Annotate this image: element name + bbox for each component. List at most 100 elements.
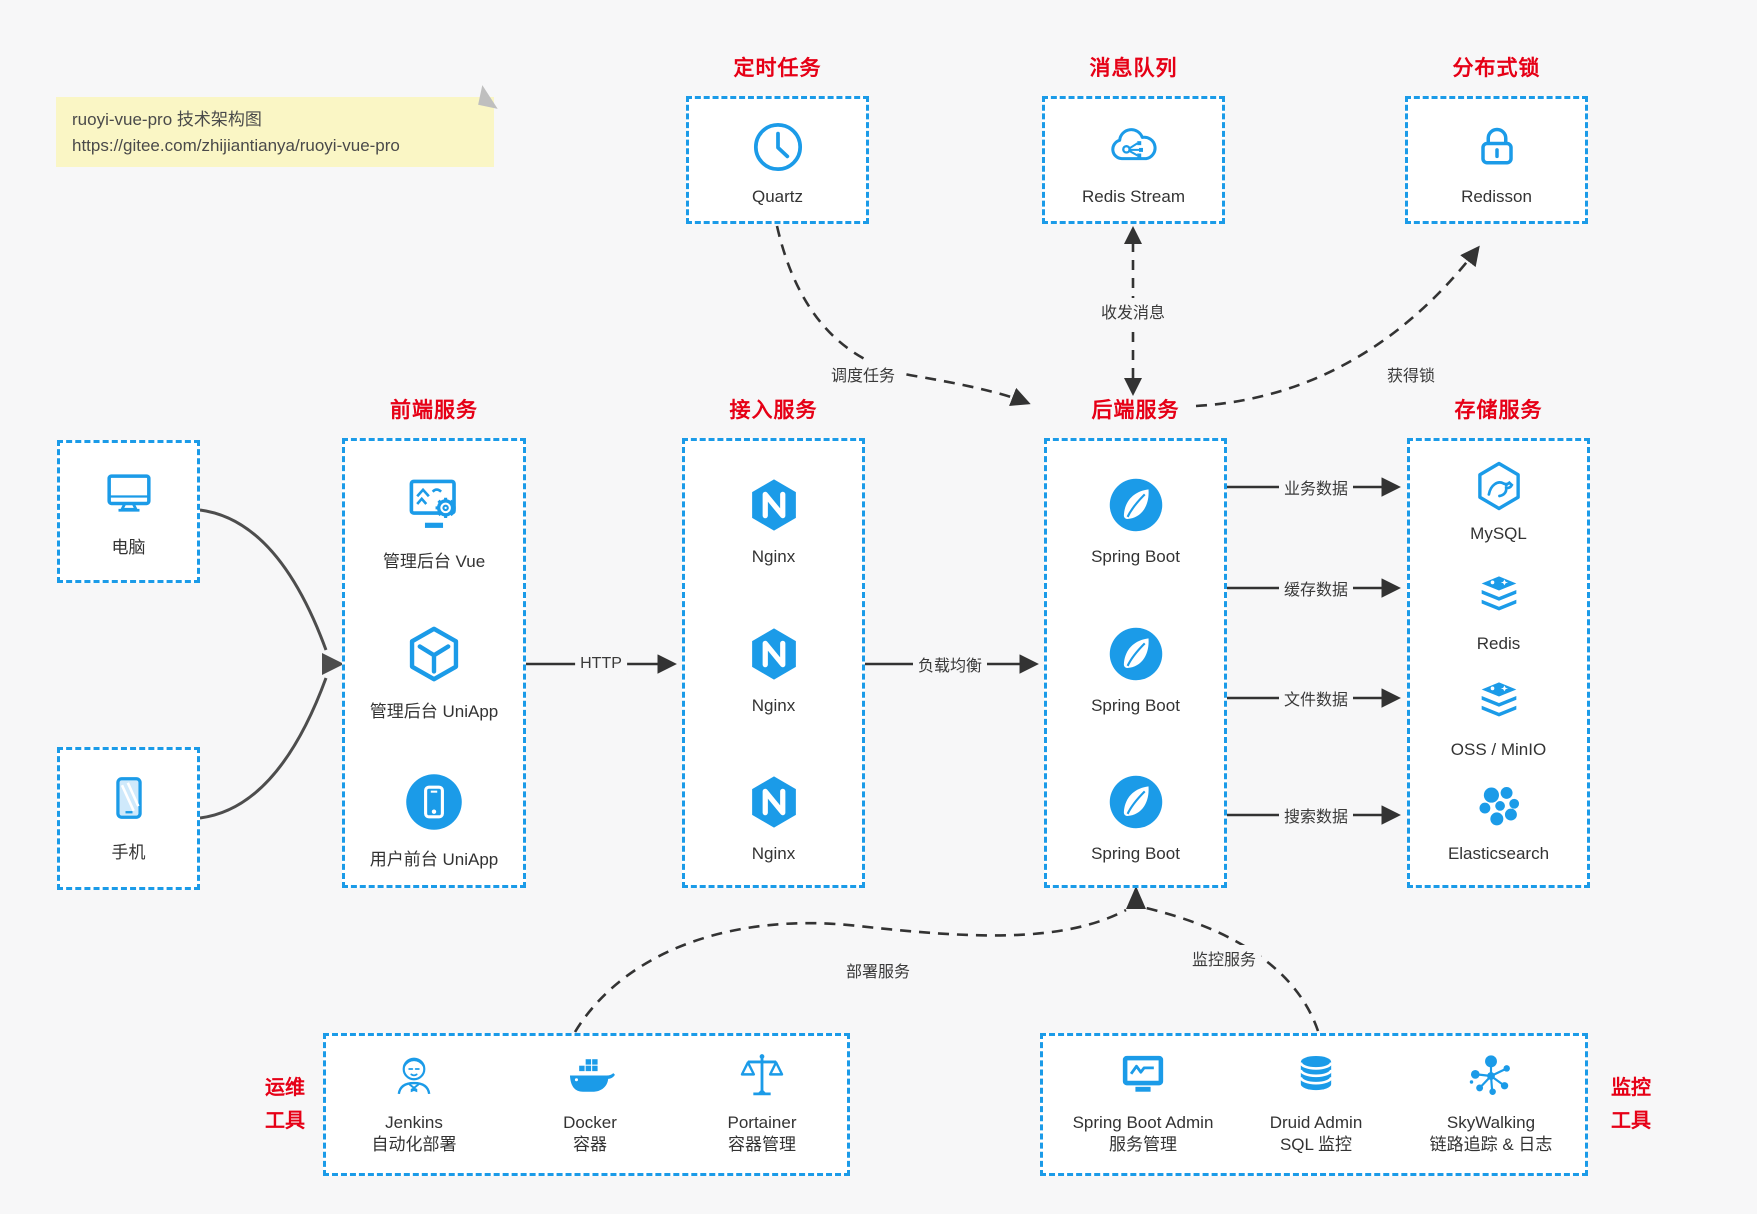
tool-name: Portainer [727, 1113, 797, 1132]
edge-label-http: HTTP [575, 654, 627, 674]
mysql-icon [1477, 461, 1520, 511]
elasticsearch-icon [1479, 786, 1519, 826]
tool-desc: 自动化部署 [371, 1135, 457, 1155]
user-app-icon [406, 774, 462, 830]
docker-whale-icon [569, 1059, 615, 1092]
monitoring-box: Spring Boot Admin 服务管理 Druid Admin SQL 监… [1040, 1033, 1588, 1176]
frontend-box: 管理后台 Vue 管理后台 UniApp 用户前台 UniApp [342, 438, 526, 888]
item-label: 用户前台 UniApp [369, 850, 499, 869]
item-label: Nginx [751, 547, 796, 566]
group-title-backend: 后端服务 [1091, 399, 1180, 422]
item-label: Redis [1476, 634, 1521, 653]
tool-desc: 容器管理 [727, 1135, 796, 1155]
scales-icon [740, 1054, 784, 1096]
edge-label-acquire-lock: 获得锁 [1381, 361, 1441, 387]
deploy-monitor-arrowhead [1126, 886, 1146, 909]
messages-arrowhead-down [1124, 378, 1142, 396]
oss-stack-icon [1481, 682, 1516, 717]
edge-label-monitor: 监控服务 [1186, 945, 1262, 971]
item-label: Quartz [751, 187, 804, 206]
uniapp-cube-icon [409, 626, 459, 682]
sticky-note: ruoyi-vue-pro 技术架构图 https://gitee.com/zh… [56, 85, 502, 167]
client-pc-box: 电脑 [57, 440, 200, 583]
tool-desc: SQL 监控 [1279, 1135, 1353, 1155]
tool-desc: 容器 [572, 1135, 607, 1155]
item-label: MySQL [1470, 524, 1527, 543]
ops-title-line2: 工具 [265, 1110, 305, 1132]
schedule-curve [775, 225, 1031, 407]
tool-desc: 链路追踪 & 日志 [1429, 1135, 1553, 1155]
mq-box: Redis Stream [1042, 96, 1225, 224]
group-title-mq: 消息队列 [1089, 57, 1178, 80]
edge-label-load-balance: 负载均衡 [912, 651, 988, 677]
scheduled-box: Quartz [686, 96, 869, 224]
cloud-share-icon [1110, 128, 1157, 161]
storage-arrows [1227, 477, 1401, 825]
item-label: 管理后台 UniApp [369, 702, 499, 721]
database-icon [1299, 1055, 1333, 1091]
skywalking-icon [1469, 1055, 1510, 1095]
edge-label-file-data: 文件数据 [1278, 685, 1354, 711]
tool-name: Druid Admin [1269, 1113, 1363, 1132]
item-label: Redisson [1461, 187, 1532, 206]
note-url: https://gitee.com/zhijiantianya/ruoyi-vu… [72, 136, 400, 156]
lock-box: Redisson [1405, 96, 1588, 224]
edge-label-messages: 收发消息 [1095, 298, 1171, 324]
tool-name: SkyWalking [1446, 1113, 1536, 1132]
acquire-lock-curve [1195, 245, 1480, 408]
client-merge-curves [199, 508, 328, 820]
item-label: Nginx [751, 696, 796, 715]
ops-title-line1: 运维 [265, 1077, 305, 1099]
group-title-gateway: 接入服务 [729, 399, 818, 422]
monitor-pulse-icon [1122, 1055, 1164, 1092]
edge-label-biz-data: 业务数据 [1278, 474, 1354, 500]
client-merge-arrowhead [322, 653, 344, 675]
ops-box: Jenkins 自动化部署 Docker 容器 [323, 1033, 850, 1176]
note-title: ruoyi-vue-pro 技术架构图 [72, 110, 262, 129]
nginx-icon [751, 776, 796, 828]
edge-label-schedule: 调度任务 [825, 361, 901, 387]
gateway-box: Nginx Nginx Nginx [682, 438, 865, 888]
item-label: Nginx [751, 844, 796, 863]
item-label: 手机 [111, 843, 146, 862]
jenkins-icon [397, 1057, 431, 1095]
spring-boot-icon [1109, 775, 1162, 829]
redis-stack-icon [1481, 576, 1516, 611]
item-label: OSS / MinIO [1450, 740, 1547, 759]
edge-label-search-data: 搜索数据 [1278, 802, 1354, 828]
nginx-icon [751, 628, 796, 680]
item-label: Elasticsearch [1447, 844, 1550, 863]
lock-icon [1480, 127, 1513, 165]
tool-name: Jenkins [385, 1113, 443, 1132]
spring-boot-icon [1109, 627, 1162, 681]
storage-box: MySQL Redis [1407, 438, 1590, 888]
monitoring-title-line1: 监控 [1611, 1077, 1651, 1099]
edge-label-deploy: 部署服务 [840, 957, 916, 983]
group-title-frontend: 前端服务 [390, 399, 478, 422]
note-fold-corner [478, 85, 502, 109]
item-label: Spring Boot [1091, 696, 1180, 715]
edge-label-cache-data: 缓存数据 [1278, 575, 1354, 601]
item-label: Spring Boot [1091, 547, 1180, 566]
backend-box: Spring Boot Spring Boot Spring Boot [1044, 438, 1227, 888]
messages-arrowhead-up [1124, 226, 1142, 244]
group-title-lock: 分布式锁 [1452, 57, 1541, 80]
client-phone-box: 手机 [57, 747, 200, 890]
phone-icon [115, 777, 142, 819]
tool-desc: 服务管理 [1109, 1135, 1177, 1155]
item-label: 管理后台 Vue [382, 552, 486, 571]
tool-name: Spring Boot Admin [1072, 1113, 1214, 1132]
clock-icon [753, 122, 802, 172]
group-title-storage: 存储服务 [1454, 399, 1543, 422]
tool-name: Docker [563, 1113, 617, 1132]
admin-vue-icon [409, 479, 456, 528]
item-label: 电脑 [111, 538, 146, 557]
desktop-icon [106, 474, 151, 512]
item-label: Redis Stream [1082, 187, 1185, 206]
ops-title: 运维 工具 [252, 1072, 318, 1138]
nginx-icon [751, 479, 796, 531]
group-title-scheduled: 定时任务 [733, 57, 822, 80]
monitoring-title-line2: 工具 [1611, 1110, 1651, 1132]
spring-boot-icon [1109, 478, 1162, 532]
